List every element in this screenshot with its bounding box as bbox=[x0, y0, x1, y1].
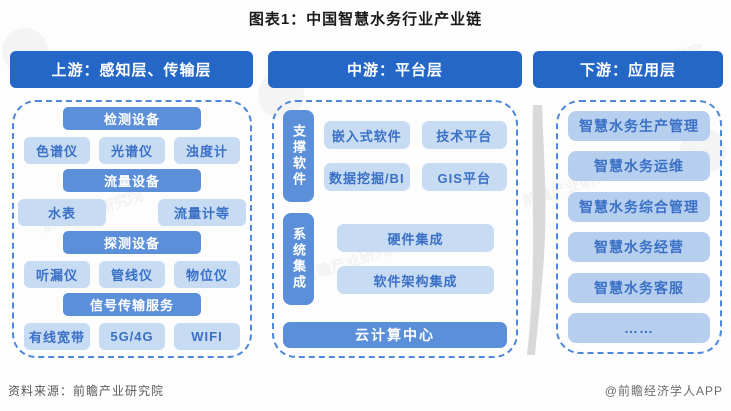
platform-chip: 嵌入式软件 bbox=[324, 121, 410, 149]
cloud-computing-bar: 云计算中心 bbox=[283, 322, 507, 348]
chip-row: 嵌入式软件 技术平台 bbox=[324, 121, 507, 149]
upstream-group-signal: 信号传输服务 有线宽带 5G/4G WIFI bbox=[24, 293, 240, 350]
mid-chip-grid: 硬件集成 软件架构集成 bbox=[324, 213, 507, 305]
device-chip: 物位仪 bbox=[174, 261, 240, 288]
midstream-section-software: 支撑软件 嵌入式软件 技术平台 数据挖掘/BI GIS平台 bbox=[283, 110, 507, 202]
device-chip: 有线宽带 bbox=[24, 323, 90, 350]
device-chip: 管线仪 bbox=[99, 261, 165, 288]
vertical-label: 支撑软件 bbox=[283, 110, 314, 202]
group-header: 流量设备 bbox=[63, 169, 201, 192]
device-chip: 水表 bbox=[18, 199, 106, 226]
device-chip: 色谱仪 bbox=[24, 137, 90, 164]
vertical-label: 系统集成 bbox=[283, 213, 314, 305]
device-chip: 流量计等 bbox=[158, 199, 246, 226]
upstream-box: 检测设备 色谱仪 光谱仪 浊度计 流量设备 水表 流量计等 探测设备 听漏仪 管… bbox=[12, 100, 252, 358]
divider-shape bbox=[527, 105, 546, 355]
midstream-section-integration: 系统集成 硬件集成 软件架构集成 bbox=[283, 213, 507, 305]
upstream-group-probe: 探测设备 听漏仪 管线仪 物位仪 bbox=[24, 231, 240, 288]
device-chip: 5G/4G bbox=[99, 323, 165, 350]
platform-chip: 数据挖掘/BI bbox=[324, 163, 410, 191]
application-chip: 智慧水务综合管理 bbox=[568, 191, 710, 222]
device-chip: 听漏仪 bbox=[24, 261, 90, 288]
application-chip: 智慧水务生产管理 bbox=[568, 111, 710, 141]
platform-chip: 软件架构集成 bbox=[336, 266, 495, 294]
application-chip: …… bbox=[568, 312, 710, 343]
chip-row: 听漏仪 管线仪 物位仪 bbox=[24, 261, 240, 288]
group-header: 检测设备 bbox=[63, 107, 201, 130]
chip-row: 色谱仪 光谱仪 浊度计 bbox=[24, 137, 240, 164]
upstream-group-flow: 流量设备 水表 流量计等 bbox=[18, 169, 246, 226]
device-chip: WIFI bbox=[174, 323, 240, 350]
mid-chip-grid: 嵌入式软件 技术平台 数据挖掘/BI GIS平台 bbox=[324, 110, 507, 202]
chip-row: 有线宽带 5G/4G WIFI bbox=[24, 323, 240, 350]
device-chip: 光谱仪 bbox=[99, 137, 165, 164]
upstream-group-detection: 检测设备 色谱仪 光谱仪 浊度计 bbox=[24, 107, 240, 164]
application-chip: 智慧水务客服 bbox=[568, 272, 710, 303]
chip-row: 数据挖掘/BI GIS平台 bbox=[324, 163, 507, 191]
downstream-box: 智慧水务生产管理 智慧水务运维 智慧水务综合管理 智慧水务经营 智慧水务客服 …… bbox=[556, 100, 722, 354]
application-chip: 智慧水务经营 bbox=[568, 232, 710, 263]
downstream-header: 下游：应用层 bbox=[533, 51, 723, 88]
platform-chip: GIS平台 bbox=[421, 163, 507, 191]
midstream-box: 支撑软件 嵌入式软件 技术平台 数据挖掘/BI GIS平台 系统集成 硬件集成 … bbox=[272, 100, 518, 358]
platform-chip: 硬件集成 bbox=[336, 224, 495, 252]
application-chip: 智慧水务运维 bbox=[568, 151, 710, 182]
device-chip: 浊度计 bbox=[174, 137, 240, 164]
upstream-header: 上游：感知层、传输层 bbox=[10, 51, 253, 88]
platform-chip: 技术平台 bbox=[421, 121, 507, 149]
chip-row: 水表 流量计等 bbox=[18, 199, 246, 226]
group-header: 信号传输服务 bbox=[63, 293, 201, 316]
source-note: 资料来源：前瞻产业研究院 bbox=[8, 384, 165, 398]
midstream-header: 中游：平台层 bbox=[268, 51, 522, 88]
page-title: 图表1：中国智慧水务行业产业链 bbox=[248, 11, 483, 28]
brand-note: @前瞻经济学人APP bbox=[604, 384, 723, 398]
group-header: 探测设备 bbox=[63, 231, 201, 254]
